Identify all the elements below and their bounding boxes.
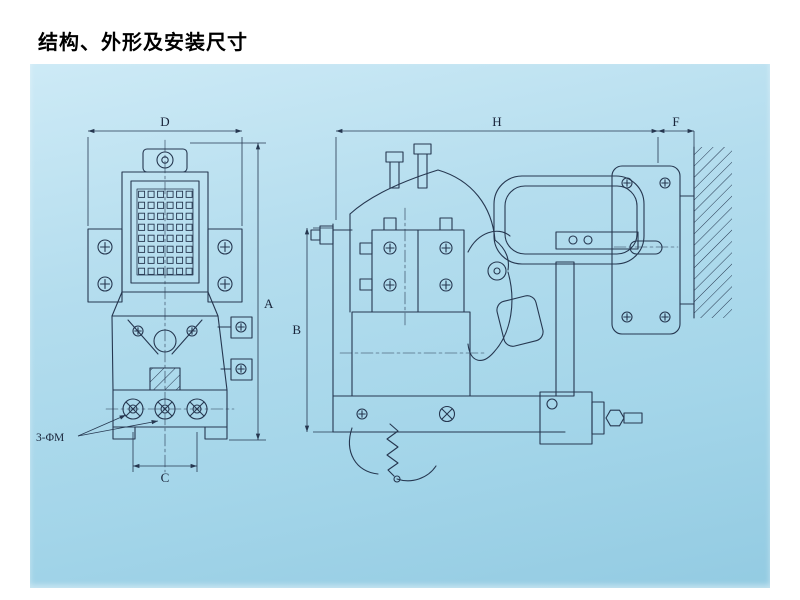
dim-label-B: B — [292, 322, 301, 337]
front-arc-chute — [121, 171, 209, 293]
dim-label-C: C — [161, 470, 170, 485]
front-view-drawing — [87, 139, 253, 473]
side-top-terminals — [385, 143, 432, 189]
side-armature-mechanism — [467, 230, 544, 361]
support-frame — [493, 175, 645, 397]
side-terminal-block — [359, 207, 465, 327]
front-view-dimensions — [77, 128, 266, 472]
side-left-bracket — [310, 223, 353, 433]
dim-label-F: F — [672, 114, 679, 129]
side-lower-right-bracket — [539, 391, 643, 445]
front-side-ears — [87, 228, 243, 303]
side-view-dimensions — [304, 128, 695, 433]
dim-label-D: D — [160, 114, 169, 129]
page-title: 结构、外形及安装尺寸 — [38, 32, 248, 54]
mounting-wall-hatch — [693, 146, 732, 319]
mounting-hole-callout: 3-ΦM — [36, 432, 64, 444]
side-view-drawing — [310, 143, 732, 483]
mounting-plate — [611, 165, 695, 335]
callout-leader-1 — [77, 414, 127, 437]
front-right-brackets — [217, 316, 253, 381]
dim-label-A: A — [264, 296, 274, 311]
drawing-panel — [30, 64, 770, 588]
front-mid-mechanism — [111, 291, 228, 391]
side-base-rail — [332, 395, 566, 433]
front-base — [105, 389, 235, 440]
return-spring — [348, 423, 437, 483]
dim-label-H: H — [492, 114, 501, 129]
callout-leader-2 — [77, 420, 159, 437]
